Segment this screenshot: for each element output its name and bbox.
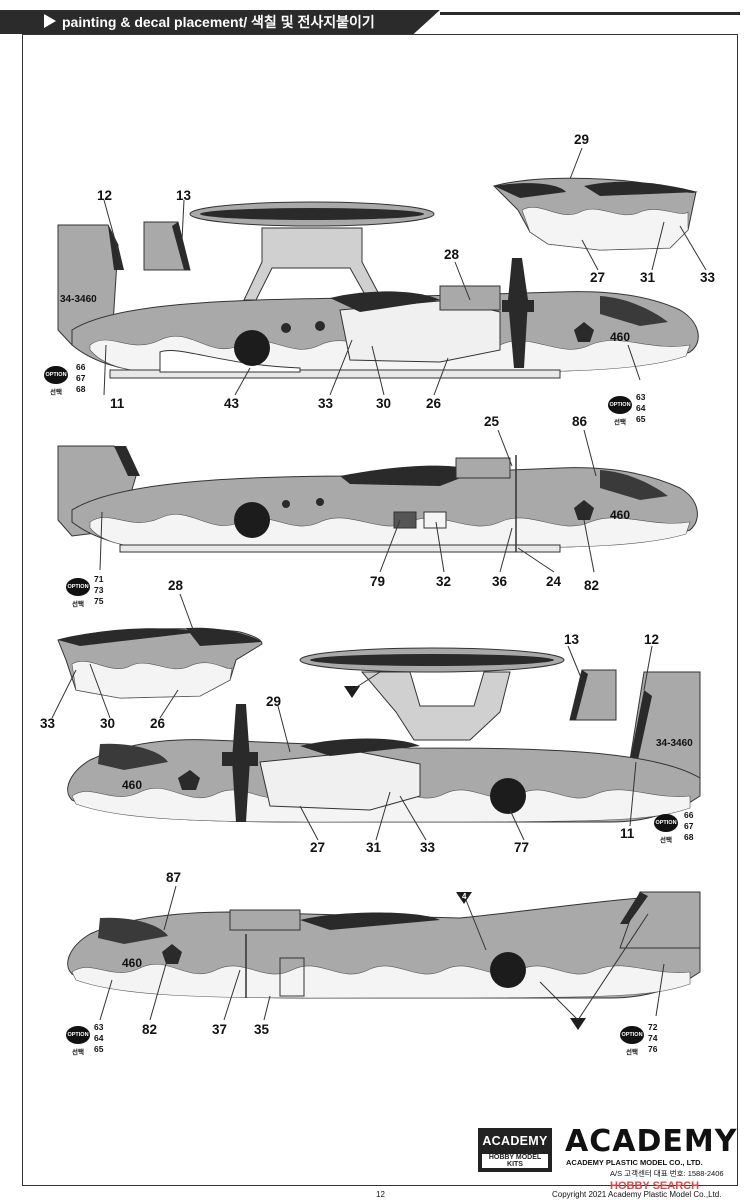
callout-24: 24 <box>546 574 562 589</box>
option-badge: OPTION <box>654 814 678 832</box>
header-rule <box>440 12 740 15</box>
view3-right-side <box>67 645 701 841</box>
callout-86: 86 <box>572 414 588 429</box>
callout-29: 29 <box>266 694 282 709</box>
view1-left-side <box>57 147 699 396</box>
serial-label: 34-3460 <box>60 294 97 305</box>
callout-30: 30 <box>100 716 116 731</box>
callout-12: 12 <box>97 188 113 203</box>
option-numbers: 63 64 65 <box>636 392 646 424</box>
option-sub: 선택 <box>660 837 672 844</box>
option-sub: 선택 <box>614 419 626 426</box>
page-title: painting & decal placement/ 색칠 및 전사지붙이기 <box>62 14 375 30</box>
callout-12: 12 <box>644 632 660 647</box>
logo-sub: HOBBY MODEL KITS <box>482 1154 548 1168</box>
brand-wordmark: ACADEMY <box>565 1124 738 1159</box>
callout-79: 79 <box>370 574 386 589</box>
option-numbers: 63 64 65 <box>94 1022 104 1054</box>
triangle-icon <box>44 14 56 28</box>
callout-28: 28 <box>444 247 460 262</box>
callout-35: 35 <box>254 1022 270 1037</box>
callout-36: 36 <box>492 574 508 589</box>
callout-32: 32 <box>436 574 452 589</box>
logo-main: ACADEMY <box>482 1134 548 1148</box>
option-sub: 선택 <box>50 389 62 396</box>
header-bar <box>0 10 440 34</box>
nose-number: 460 <box>122 778 143 792</box>
callout-82: 82 <box>584 578 600 593</box>
callout-37: 37 <box>212 1022 228 1037</box>
option-badge: OPTION <box>66 578 90 596</box>
callout-25: 25 <box>484 414 500 429</box>
callout-77: 77 <box>514 840 530 855</box>
option-numbers: 72 74 76 <box>648 1022 658 1054</box>
option-numbers: 71 73 75 <box>94 574 104 606</box>
option-badge: OPTION <box>44 366 68 384</box>
option-sub: 선택 <box>72 1049 84 1056</box>
callout-13: 13 <box>176 188 192 203</box>
copyright: Copyright 2021 Academy Plastic Model Co.… <box>552 1190 722 1199</box>
callout-33: 33 <box>420 840 436 855</box>
callout-33: 33 <box>40 716 56 731</box>
detail1-engine <box>493 177 707 271</box>
callout-27: 27 <box>590 270 606 285</box>
view4-right-side <box>67 885 701 1030</box>
callout-30: 30 <box>376 396 392 411</box>
option-sub: 선택 <box>626 1049 638 1056</box>
brand-service: A/S 고객센터 대표 번호: 1588-2406 <box>610 1169 724 1178</box>
option-badge: OPTION <box>608 396 632 414</box>
callout-31: 31 <box>366 840 382 855</box>
watermark: HOBBY SEARCH <box>610 1180 700 1192</box>
option-badge: OPTION <box>66 1026 90 1044</box>
serial-label: 34-3460 <box>656 738 693 749</box>
academy-logo-box: ACADEMY HOBBY MODEL KITS <box>478 1128 552 1172</box>
callout-29: 29 <box>574 132 590 147</box>
page-frame <box>22 34 738 1186</box>
callout-82: 82 <box>142 1022 158 1037</box>
nose-number: 460 <box>122 956 143 970</box>
option-badge: OPTION <box>620 1026 644 1044</box>
callout-31: 31 <box>640 270 656 285</box>
option-numbers: 66 67 68 <box>684 810 694 842</box>
callout-28: 28 <box>168 578 184 593</box>
option-sub: 선택 <box>72 601 84 608</box>
detail2-engine <box>51 593 263 719</box>
callout-27: 27 <box>310 840 326 855</box>
callout-13: 13 <box>564 632 580 647</box>
callout-4: 4 <box>462 892 467 901</box>
callout-26: 26 <box>426 396 442 411</box>
page-number: 12 <box>376 1190 385 1199</box>
callout-33: 33 <box>318 396 334 411</box>
option-numbers: 66 67 68 <box>76 362 86 394</box>
nose-number: 460 <box>610 508 631 522</box>
view2-left-side <box>57 429 698 573</box>
nose-number: 460 <box>610 330 631 344</box>
callout-26: 26 <box>150 716 166 731</box>
callout-11: 11 <box>110 396 125 411</box>
callout-43: 43 <box>224 396 240 411</box>
callout-33: 33 <box>700 270 716 285</box>
callout-87: 87 <box>166 870 182 885</box>
callout-11: 11 <box>620 826 635 841</box>
brand-company: ACADEMY PLASTIC MODEL CO., LTD. <box>566 1158 703 1167</box>
